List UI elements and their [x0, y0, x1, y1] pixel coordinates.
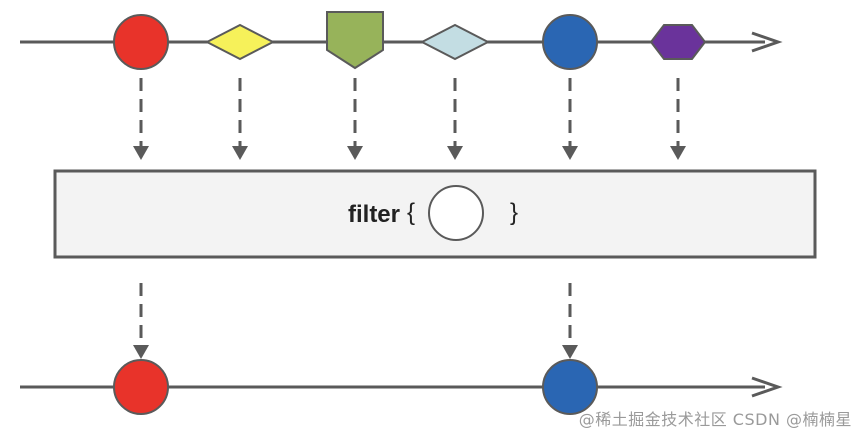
- operator-box: [53, 169, 817, 259]
- input-arrow: [232, 78, 248, 160]
- circle-output-marble: [113, 359, 169, 415]
- diamond-input-marble: [204, 23, 276, 61]
- circle-output-marble: [542, 359, 598, 415]
- input-arrow: [562, 78, 578, 160]
- circle-input-marble: [542, 14, 598, 70]
- operator-open-brace: {: [407, 199, 415, 226]
- input-arrow: [447, 78, 463, 160]
- output-arrow: [562, 283, 578, 359]
- input-arrow: [670, 78, 686, 160]
- predicate-circle: [428, 185, 484, 241]
- input-timeline-arrowhead: [751, 31, 783, 53]
- input-arrow: [347, 78, 363, 160]
- watermark-text: @稀土掘金技术社区 CSDN @楠楠星: [578, 410, 852, 429]
- output-marbles: [113, 359, 598, 415]
- input-arrows: [133, 78, 686, 160]
- diamond-input-marble: [419, 23, 491, 61]
- output-arrow: [133, 283, 149, 359]
- circle-input-marble: [113, 14, 169, 70]
- output-timeline-arrowhead: [751, 376, 783, 398]
- operator-label: filter: [348, 201, 400, 228]
- pentagon-input-marble: [326, 11, 384, 70]
- input-marbles: [113, 11, 707, 70]
- hexagon-input-marble: [649, 24, 707, 60]
- input-arrow: [133, 78, 149, 160]
- operator-close-brace: }: [510, 199, 518, 226]
- output-arrows: [133, 283, 578, 359]
